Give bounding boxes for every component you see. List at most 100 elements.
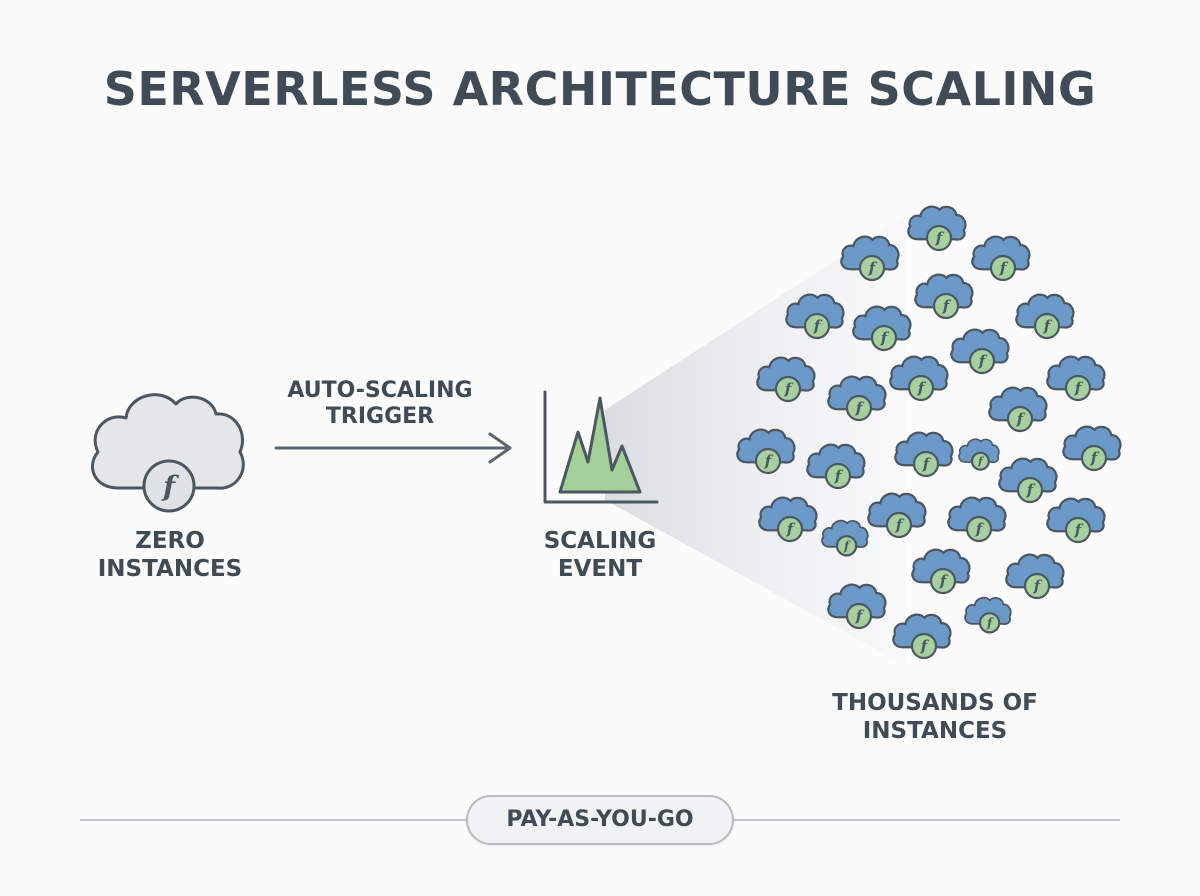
instance-cloud-icon: f <box>758 496 818 543</box>
instance-cloud-icon: f <box>827 375 887 422</box>
instance-cloud-icon: f <box>958 438 1000 471</box>
function-symbol: f <box>764 452 774 470</box>
function-icon: f <box>754 447 782 475</box>
function-icon: f <box>1064 516 1092 544</box>
zero-instances-label: ZERO INSTANCES <box>70 528 270 583</box>
function-icon: f <box>925 224 953 252</box>
auto-scaling-trigger-label: AUTO-SCALING TRIGGER <box>250 378 510 431</box>
function-symbol: f <box>978 352 988 370</box>
idle-cloud-icon <box>91 393 245 490</box>
function-icon: f <box>870 324 898 352</box>
function-icon: f <box>1064 374 1092 402</box>
scaling-event-label: SCALING EVENT <box>500 528 700 583</box>
function-icon: f <box>970 451 990 471</box>
function-icon: f <box>978 612 1001 634</box>
instance-cloud-icon: f <box>827 583 887 630</box>
instance-cloud-icon: f <box>821 519 869 557</box>
instance-cloud-icon: f <box>914 273 974 320</box>
zero-instances-label-line: ZERO <box>135 528 205 554</box>
function-symbol: f <box>813 317 823 335</box>
instance-cloud-icon: f <box>988 386 1048 433</box>
function-icon: f <box>907 374 935 402</box>
function-icon: f <box>968 347 996 375</box>
instance-cloud-icon: f <box>907 205 967 252</box>
function-symbol: f <box>1090 449 1100 467</box>
function-icon: f <box>1023 572 1051 600</box>
function-icon: f <box>1016 476 1044 504</box>
function-symbol: f <box>855 399 865 417</box>
function-icon: f <box>910 632 938 660</box>
function-symbol: f <box>922 455 932 473</box>
function-symbol: f <box>986 616 994 630</box>
instance-cloud-icon: f <box>736 428 796 475</box>
thousands-of-instances-label: THOUSANDS OF INSTANCES <box>780 690 1090 745</box>
function-icon: f <box>989 254 1017 282</box>
function-symbol: f <box>935 229 945 247</box>
instance-cloud-icon: f <box>1015 293 1075 340</box>
instance-cloud-icon: f <box>1046 497 1106 544</box>
function-icon: f <box>776 515 804 543</box>
function-symbol: f <box>895 516 905 534</box>
thousands-label-line: THOUSANDS OF <box>832 690 1038 716</box>
function-symbol: f <box>1033 577 1043 595</box>
function-icon: f <box>929 567 957 595</box>
function-symbol: f <box>784 380 794 398</box>
page-title: SERVERLESS ARCHITECTURE SCALING <box>103 62 1097 116</box>
pay-as-you-go-badge: PAY-AS-YOU-GO <box>466 795 734 845</box>
function-symbol: f <box>920 637 930 655</box>
function-symbol: f <box>1074 379 1084 397</box>
function-icon: f <box>1033 312 1061 340</box>
spike-chart-icon <box>543 390 659 504</box>
instance-cloud-icon: f <box>756 356 816 403</box>
function-icon: f <box>803 312 831 340</box>
trigger-label-line: TRIGGER <box>325 404 435 430</box>
instance-cluster: f f f f f f f f f f f f f f f f f f f f f f f f f f f f f <box>736 205 1122 660</box>
function-icon: f <box>142 459 196 513</box>
instance-cloud-icon: f <box>964 596 1012 634</box>
function-icon: f <box>932 292 960 320</box>
function-symbol: f <box>1026 481 1036 499</box>
scaling-event-label-line: SCALING <box>543 528 657 554</box>
function-icon: f <box>965 515 993 543</box>
instance-cloud-icon: f <box>806 443 866 490</box>
function-symbol: f <box>999 259 1009 277</box>
function-symbol: f <box>975 520 985 538</box>
trigger-arrow <box>274 432 512 464</box>
function-symbol: f <box>834 467 844 485</box>
function-symbol: f <box>1043 317 1053 335</box>
instance-cloud-icon: f <box>840 235 900 282</box>
function-icon: f <box>845 394 873 422</box>
function-icon: f <box>858 254 886 282</box>
function-icon: f <box>824 462 852 490</box>
instance-cloud-icon: f <box>892 613 952 660</box>
instance-cloud-icon: f <box>867 492 927 539</box>
function-symbol: f <box>786 520 796 538</box>
instance-cloud-icon: f <box>971 235 1031 282</box>
function-icon: f <box>885 511 913 539</box>
function-icon: f <box>1080 444 1108 472</box>
zero-instances-label-line: INSTANCES <box>97 555 243 582</box>
instance-cloud-icon: f <box>1062 425 1122 472</box>
function-icon: f <box>835 535 858 557</box>
instance-cloud-icon: f <box>889 355 949 402</box>
function-symbol: f <box>1016 410 1026 428</box>
function-icon: f <box>912 450 940 478</box>
scaling-event-label-line: EVENT <box>557 555 643 582</box>
function-icon: f <box>1006 405 1034 433</box>
instance-cloud-icon: f <box>1005 553 1065 600</box>
instance-cloud-icon: f <box>911 548 971 595</box>
instance-cloud-icon: f <box>950 328 1010 375</box>
function-symbol: f <box>942 297 952 315</box>
thousands-label-line: INSTANCES <box>862 717 1008 744</box>
instance-cloud-icon: f <box>998 457 1058 504</box>
instance-cloud-icon: f <box>894 431 954 478</box>
instance-cloud-icon: f <box>852 305 912 352</box>
function-symbol: f <box>917 379 927 397</box>
instance-cloud-icon: f <box>947 496 1007 543</box>
function-icon: f <box>774 375 802 403</box>
function-symbol: f <box>1074 521 1084 539</box>
function-symbol: f <box>843 539 851 553</box>
function-symbol: f <box>855 607 865 625</box>
